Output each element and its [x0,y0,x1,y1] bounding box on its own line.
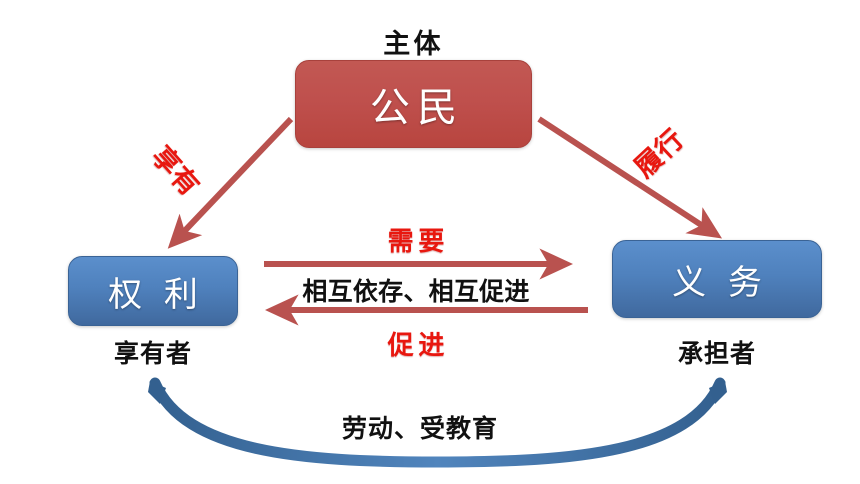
node-duties[interactable]: 义 务 [612,240,822,318]
edge-label-perform: 履行 [628,123,690,184]
node-subject-citizen[interactable]: 公民 [295,60,532,148]
subject-caption: 主体 [383,29,444,59]
edge-label-promote: 促进 [387,330,450,360]
rights-caption: 享有者 [113,340,192,368]
node-rights[interactable]: 权 利 [68,256,238,326]
edge-label-need: 需要 [387,226,450,256]
arrow-perform [537,116,723,239]
edge-label-arc: 劳动、受教育 [341,415,498,443]
edge-label-mutual: 相互依存、相互促进 [302,278,530,306]
edge-label-enjoy: 享有 [146,140,206,202]
duties-caption: 承担者 [677,340,756,368]
